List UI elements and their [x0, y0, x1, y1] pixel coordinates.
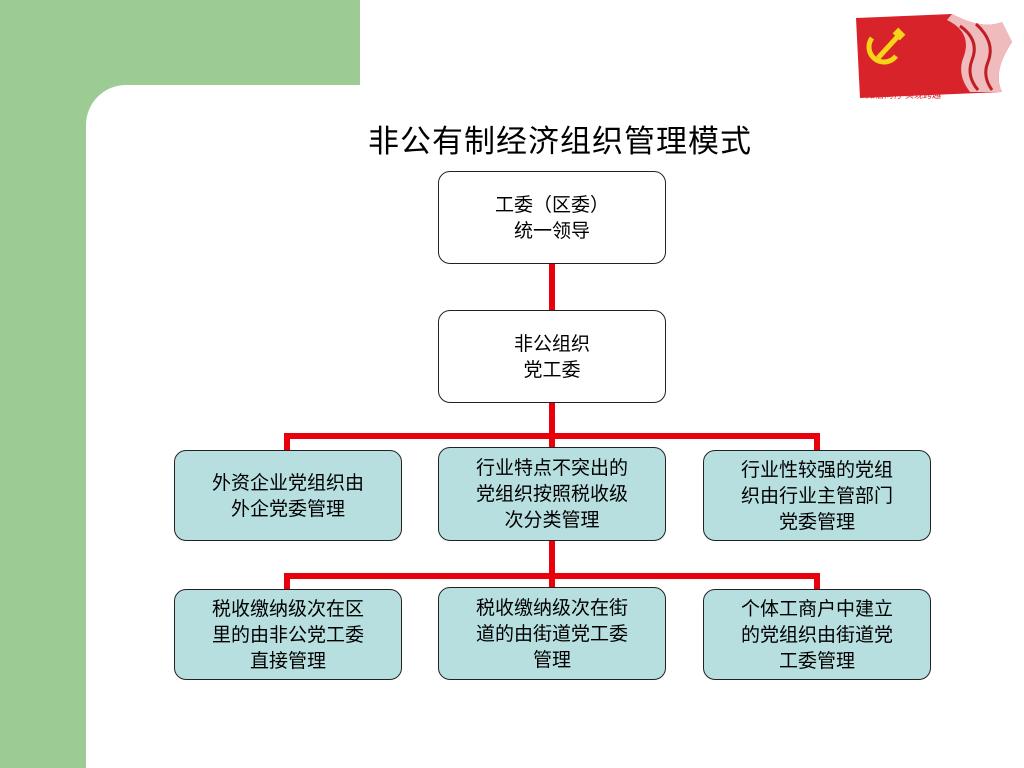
- node-l3-center: 税收缴纳级次在街 道的由街道党工委 管理: [438, 587, 666, 680]
- node-l3-right-label: 个体工商户中建立 的党组织由街道党 工委管理: [740, 597, 893, 672]
- node-l2-left: 外资企业党组织由 外企党委管理: [174, 450, 402, 541]
- node-mid-label: 非公组织 党工委: [513, 332, 590, 381]
- node-l2-right-label: 行业性较强的党组 织由行业主管部门 党委管理: [740, 458, 893, 533]
- node-root: 工委（区委） 统一领导: [438, 171, 666, 264]
- node-l2-center-label: 行业特点不突出的 党组织按照税收级 次分类管理: [475, 457, 628, 531]
- page-title: 非公有制经济组织管理模式: [368, 124, 752, 160]
- node-l3-left: 税收缴纳级次在区 里的由非公党工委 直接管理: [174, 589, 402, 680]
- node-l3-right: 个体工商户中建立 的党组织由街道党 工委管理: [703, 589, 931, 680]
- node-l2-left-label: 外资企业党组织由 外企党委管理: [211, 471, 364, 520]
- node-root-label: 工委（区委） 统一领导: [494, 193, 609, 242]
- node-mid: 非公组织 党工委: [438, 310, 666, 403]
- node-l2-right: 行业性较强的党组 织由行业主管部门 党委管理: [703, 450, 931, 541]
- logo-text: 知信同行 实现跨越: [866, 90, 943, 101]
- node-l3-left-label: 税收缴纳级次在区 里的由非公党工委 直接管理: [211, 597, 364, 672]
- party-flag-logo: 知信同行 实现跨越: [856, 14, 1012, 101]
- node-l2-center: 行业特点不突出的 党组织按照税收级 次分类管理: [438, 447, 666, 541]
- node-l3-center-label: 税收缴纳级次在街 道的由街道党工委 管理: [475, 596, 628, 671]
